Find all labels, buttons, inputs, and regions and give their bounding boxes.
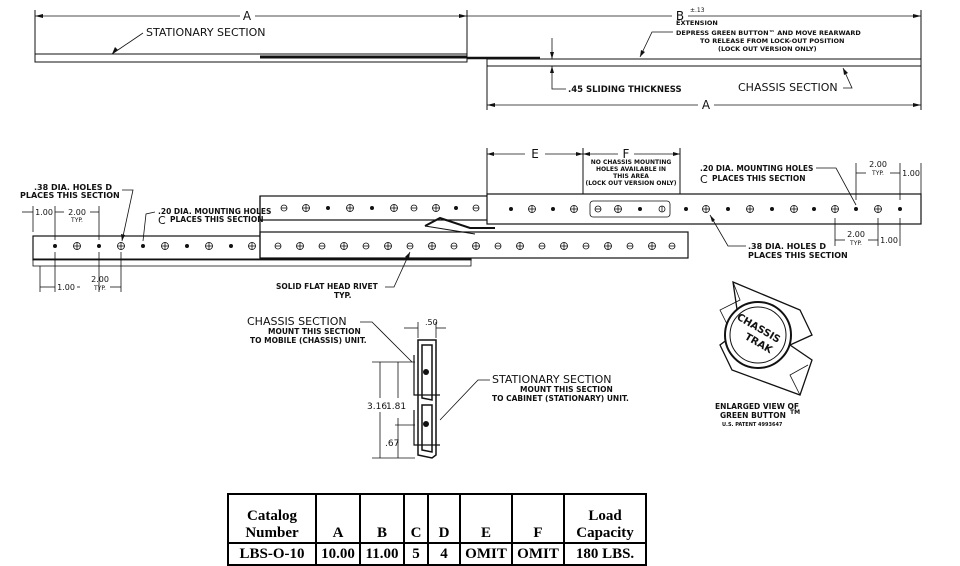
dim-200-right-top: 2.00 xyxy=(869,160,887,169)
rivet-note-1: SOLID FLAT HEAD RIVET xyxy=(276,282,379,291)
right-holes-note-2: PLACES THIS SECTION xyxy=(748,251,848,260)
dim-f-label: F xyxy=(623,147,630,161)
section-view: CHASSIS SECTION MOUNT THIS SECTION TO MO… xyxy=(247,315,629,459)
section-width-dim: .50 xyxy=(425,318,438,327)
right-mount-holes-note-2: PLACES THIS SECTION xyxy=(712,174,806,183)
section-chassis-label: CHASSIS SECTION xyxy=(247,315,347,328)
header-b: B xyxy=(359,493,405,544)
no-holes-note-4: (LOCK OUT VERSION ONLY) xyxy=(586,180,677,187)
right-mount-holes-c: C xyxy=(700,173,708,186)
left-holes-note-1: .38 DIA. HOLES D xyxy=(34,183,112,192)
header-f: F xyxy=(511,493,565,544)
typ-left-bottom: TYP. xyxy=(93,285,106,292)
cell-c: 5 xyxy=(403,542,429,566)
right-holes-note-1: .38 DIA. HOLES D xyxy=(748,242,826,251)
section-chassis-sub-1: MOUNT THIS SECTION xyxy=(268,327,361,336)
dim-b-label: B xyxy=(676,9,684,23)
no-holes-note-3: THIS AREA xyxy=(613,173,649,180)
cell-b: 11.00 xyxy=(359,542,405,566)
side-view: E F NO CHASSIS MOUNTING HOLES AVAILABLE … xyxy=(20,147,922,300)
table-row: LBS-O-10 10.00 11.00 5 4 OMIT OMIT 180 L… xyxy=(227,542,647,566)
typ-right-top: TYP. xyxy=(871,170,884,177)
dim-e-label: E xyxy=(531,147,539,161)
section-chassis-sub-2: TO MOBILE (CHASSIS) UNIT. xyxy=(250,336,367,345)
green-button-note-3: (LOCK OUT VERSION ONLY) xyxy=(718,45,817,53)
typ-right-bottom: TYP. xyxy=(849,240,862,247)
green-button-tm: TM xyxy=(790,409,800,416)
dim-a-label: A xyxy=(243,9,252,23)
stationary-holes xyxy=(53,242,256,250)
cell-f: OMIT xyxy=(511,542,565,566)
extension-label: EXTENSION xyxy=(676,19,718,27)
stationary-section-label: STATIONARY SECTION xyxy=(146,26,266,39)
header-e: E xyxy=(459,493,513,544)
green-button-caption-1: ENLARGED VIEW OF xyxy=(715,402,799,411)
green-button-note-2: TO RELEASE FROM LOCK-OUT POSITION xyxy=(700,37,844,45)
dim-b-tolerance: ±.13 xyxy=(690,7,705,14)
middle-upper-holes xyxy=(280,204,480,212)
section-height-low: .67 xyxy=(385,439,399,449)
dim-100-right-bottom: 1.00 xyxy=(880,236,898,245)
section-height-total: 3.16 xyxy=(367,402,387,412)
left-mount-holes-c: C xyxy=(158,214,166,227)
section-stationary-sub-2: TO CABINET (STATIONARY) UNIT. xyxy=(492,394,629,403)
top-view: A B ±.13 EXTENSION STATIONARY SECTION DE… xyxy=(34,7,922,112)
chassis-section-label: CHASSIS SECTION xyxy=(738,81,838,94)
section-stationary-sub-1: MOUNT THIS SECTION xyxy=(520,385,613,394)
no-holes-note-2: HOLES AVAILABLE IN xyxy=(596,166,666,173)
header-c: C xyxy=(403,493,429,544)
dim-100-left-top: 1.00 xyxy=(35,208,53,217)
dim-200-right-bottom: 2.00 xyxy=(847,230,865,239)
slide-drawing: A B ±.13 EXTENSION STATIONARY SECTION DE… xyxy=(20,7,922,459)
green-button-caption-2: GREEN BUTTON xyxy=(720,411,786,420)
left-mount-holes-note-2: PLACES THIS SECTION xyxy=(170,215,264,224)
dim-100-right-top: 1.00 xyxy=(902,169,920,178)
green-button-patent: U.S. PATENT 4993647 xyxy=(722,422,783,428)
cell-d: 4 xyxy=(427,542,461,566)
left-holes-note-2: PLACES THIS SECTION xyxy=(20,191,120,200)
section-stationary-label: STATIONARY SECTION xyxy=(492,373,612,386)
green-button-view: CHASSIS TRAK ENLARGED VIEW OF GREEN BUTT… xyxy=(715,280,813,428)
cell-e: OMIT xyxy=(459,542,513,566)
header-a: A xyxy=(315,493,361,544)
cell-load-capacity: 180 LBS. xyxy=(563,542,647,566)
dim-a-lower-label: A xyxy=(702,98,711,112)
cell-a: 10.00 xyxy=(315,542,361,566)
dim-200-left-top: 2.00 xyxy=(68,208,86,217)
typ-left-top: TYP. xyxy=(70,217,83,224)
header-d: D xyxy=(427,493,461,544)
chassis-holes xyxy=(509,205,902,213)
left-mount-holes-note-1: .20 DIA. MOUNTING HOLES xyxy=(158,207,271,216)
middle-lower-holes xyxy=(274,242,676,250)
dim-200-left-bottom: 2.00 xyxy=(91,275,109,284)
green-button-note-1: DEPRESS GREEN BUTTON™ AND MOVE REARWARD xyxy=(676,29,861,37)
rivet-note-2: TYP. xyxy=(334,291,352,300)
cell-catalog-number: LBS-O-10 xyxy=(227,542,317,566)
right-mount-holes-note-1: .20 DIA. MOUNTING HOLES xyxy=(700,164,813,173)
section-height-mid: 1.81 xyxy=(386,402,406,412)
dim-100-left-bottom: 1.00 xyxy=(57,283,75,292)
no-holes-note-1: NO CHASSIS MOUNTING xyxy=(591,159,672,166)
sliding-thickness-label: .45 SLIDING THICKNESS xyxy=(568,85,682,95)
